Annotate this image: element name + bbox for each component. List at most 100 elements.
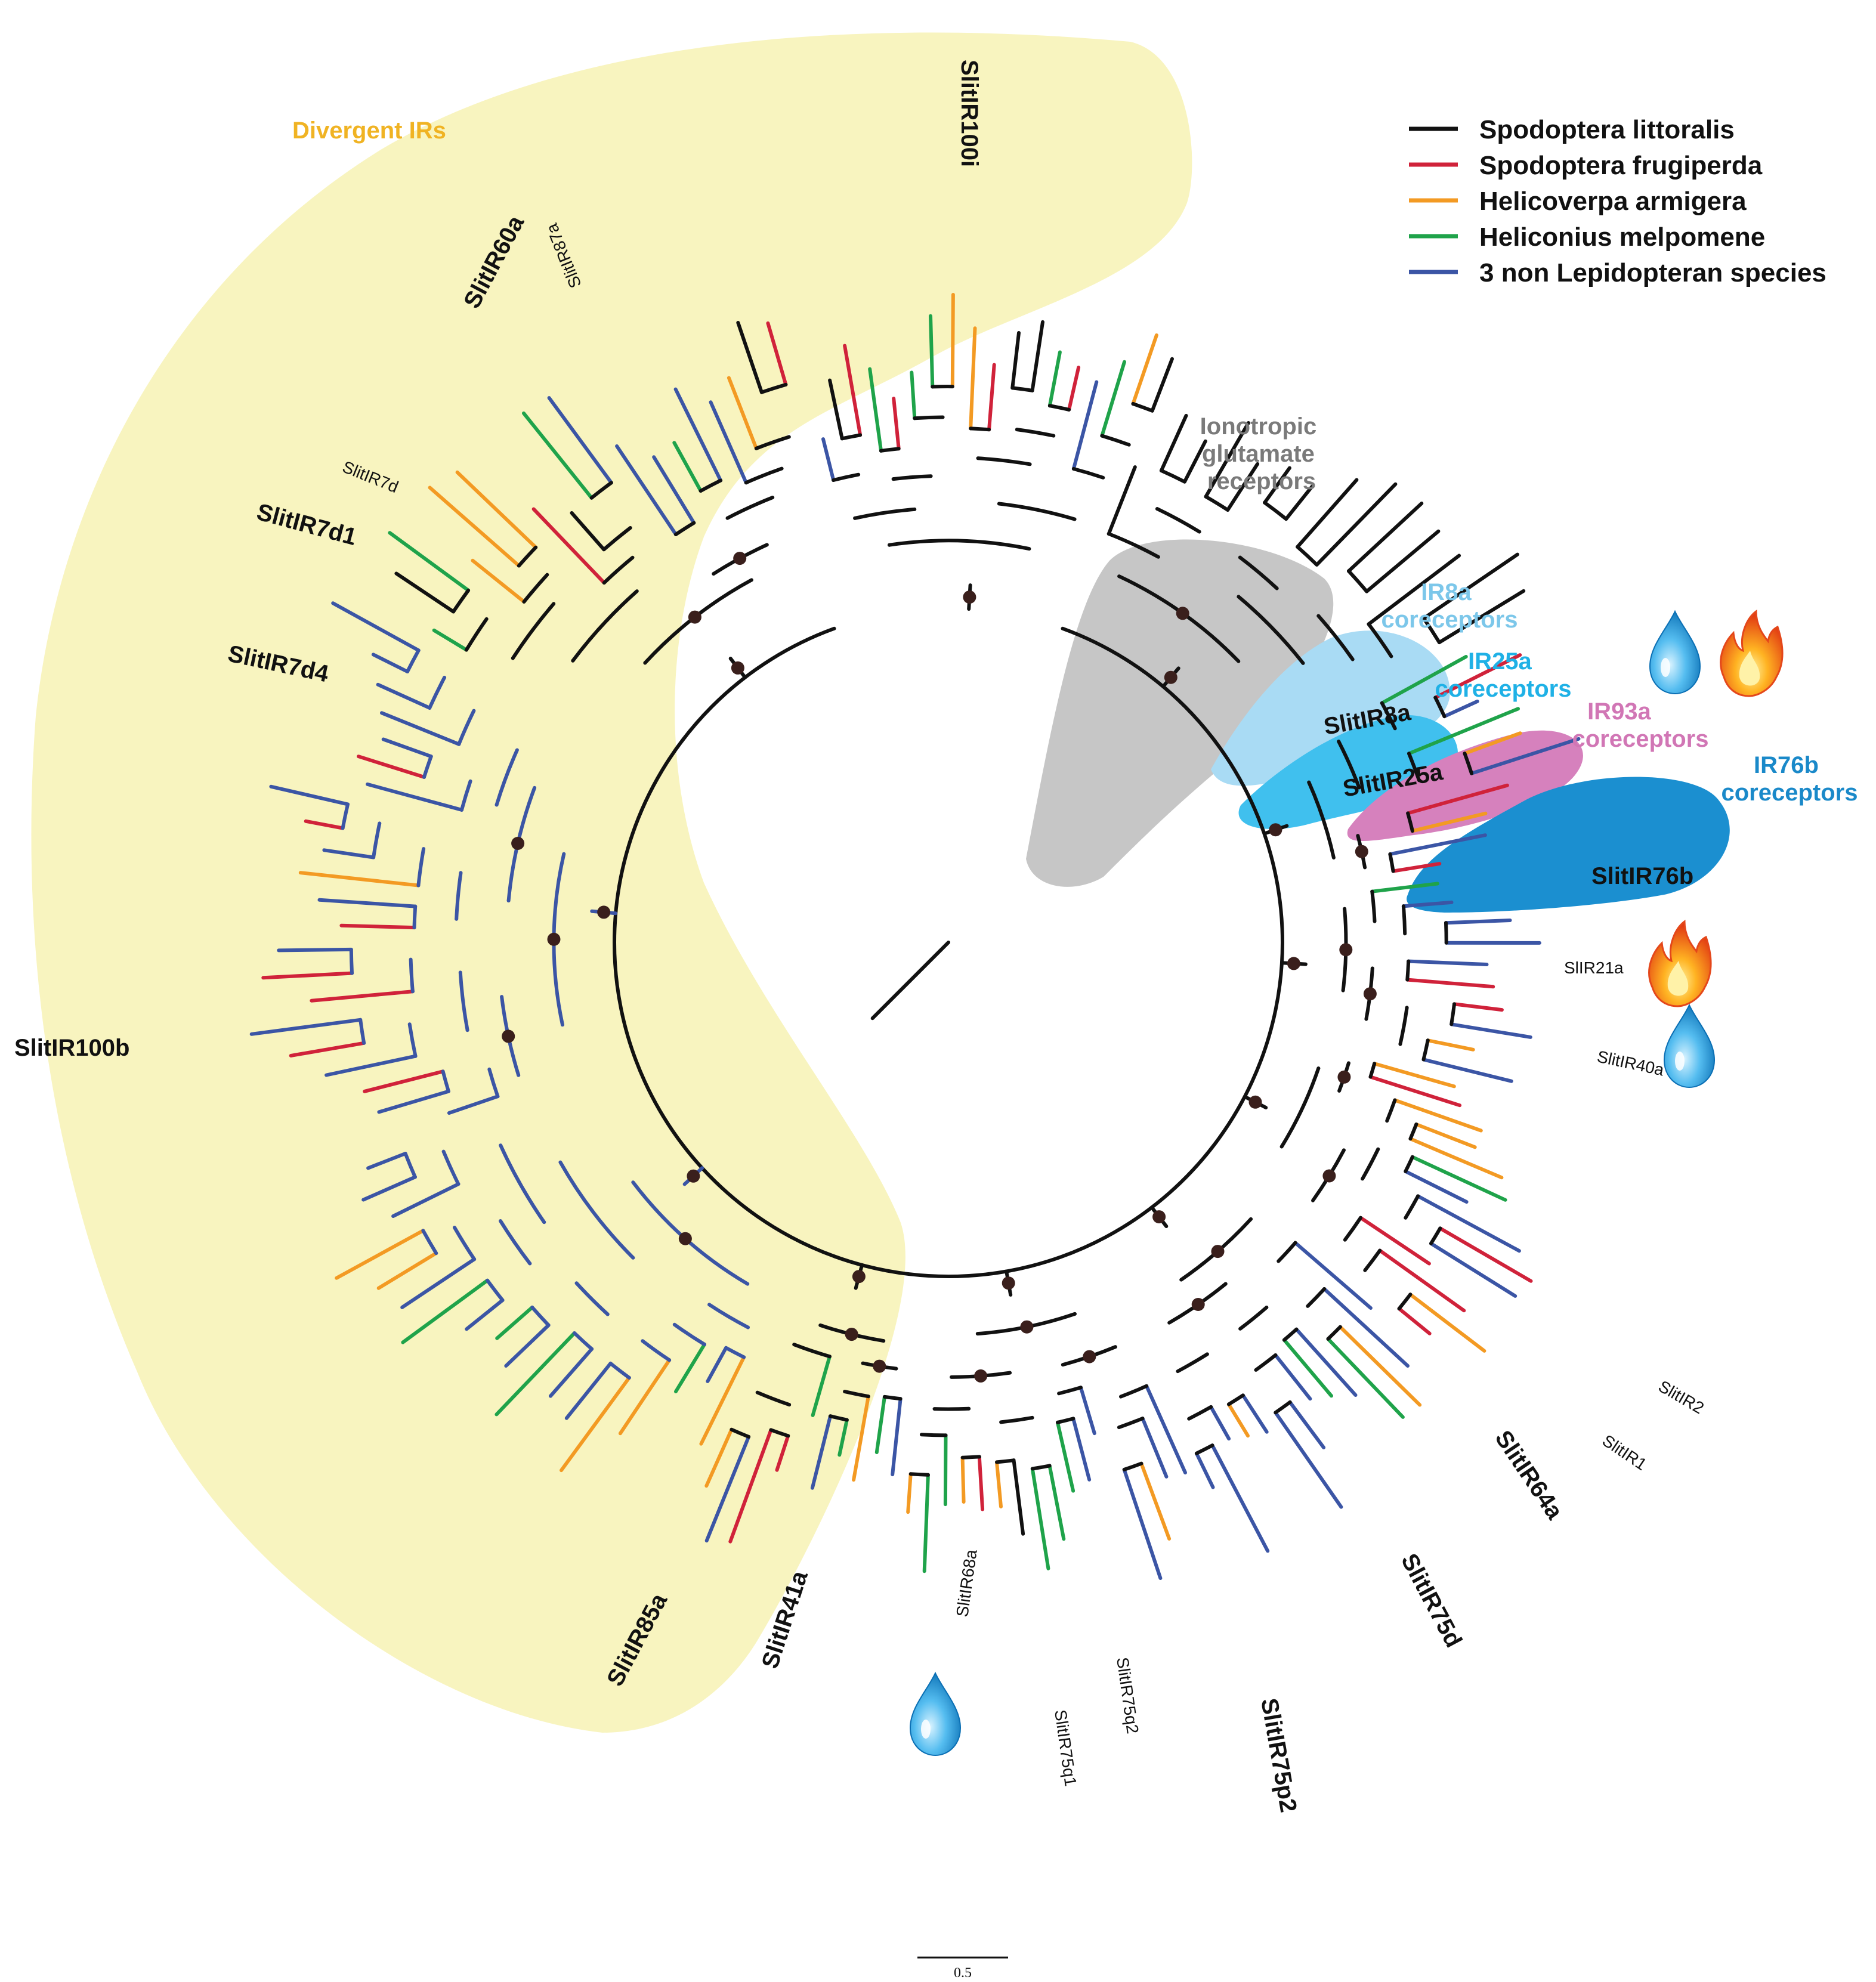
tree-branch (736, 321, 764, 394)
tree-branch (357, 755, 426, 779)
tree-branch (317, 898, 418, 908)
support-node (547, 932, 561, 946)
support-node (1176, 607, 1189, 620)
tree-branch (706, 1346, 728, 1383)
tree-branch (1122, 1467, 1163, 1580)
tree-branch (821, 437, 836, 482)
tree-arc (1122, 1461, 1143, 1471)
tree-branch (1410, 811, 1488, 833)
support-node (1287, 957, 1300, 970)
tip-label-slitir64a: SlitIR64a (1490, 1426, 1568, 1524)
support-node (963, 590, 976, 604)
tree-arc (1176, 1352, 1209, 1374)
tree-branch (363, 1069, 445, 1093)
tree-branch (1315, 482, 1398, 567)
iglur-label-line-3: receptors (1207, 468, 1316, 494)
tree-branch (1047, 1464, 1066, 1541)
tree-arc (1159, 469, 1186, 484)
ir76b-label-line-2: coreceptors (1722, 780, 1858, 806)
tree-support-nodes (502, 552, 1377, 1383)
tree-branch (699, 1355, 746, 1446)
tree-branch (1367, 554, 1461, 626)
divergent-irs-label: Divergent IRs (292, 118, 446, 144)
tree-arc (1397, 1293, 1413, 1311)
ir76b-coreceptors-label: IR76b coreceptors (1722, 752, 1858, 806)
ir93a-label-line-1: IR93a (1587, 698, 1651, 725)
support-node (1337, 1070, 1351, 1084)
tree-arc (999, 1415, 1034, 1424)
tree-branch (977, 1455, 985, 1511)
tree-arc (840, 433, 863, 441)
tree-branch (560, 1375, 631, 1473)
tree-branch (298, 871, 421, 888)
support-node (1339, 943, 1353, 957)
tree-branch (447, 1094, 500, 1115)
tree-arc (888, 539, 1031, 551)
tip-label-slitir2: SlitIR2 (1655, 1377, 1707, 1417)
support-node (974, 1369, 988, 1383)
tree-arc (1444, 921, 1448, 945)
tree-branch (1429, 1241, 1518, 1298)
tree-arc (1279, 1066, 1321, 1149)
support-node (1322, 1169, 1336, 1183)
tree-branch (394, 571, 456, 614)
ir25a-label-line-1: IR25a (1468, 648, 1532, 675)
tree-branch (1322, 1287, 1410, 1368)
tree-branch (1288, 1400, 1326, 1449)
tree-branch (1182, 439, 1207, 484)
tree-branch (1388, 833, 1487, 857)
support-node (1152, 1210, 1166, 1224)
tree-arc (1057, 1386, 1083, 1396)
tree-branch (401, 1278, 490, 1344)
tip-label-slitir75p2: SlitIR75p2 (1256, 1696, 1302, 1814)
tree-branch (868, 367, 883, 453)
tree-branch (837, 1418, 849, 1457)
tree-branch (1437, 589, 1526, 645)
tree-branches (249, 293, 1581, 1580)
tree-branch (1012, 1458, 1025, 1536)
tree-branch (672, 441, 703, 493)
tree-branch (1204, 421, 1250, 499)
tree-branch (891, 1397, 903, 1477)
ionotropic-glutamate-receptors-region (1026, 539, 1334, 887)
tree-branch (1405, 978, 1495, 989)
tree-arc (1363, 1248, 1382, 1272)
ir8a-coreceptors-label: IR8a coreceptors (1381, 579, 1518, 633)
tree-arc (1306, 1287, 1327, 1308)
tree-arc (1429, 1226, 1442, 1245)
tree-branch (1226, 462, 1260, 512)
water-drop-icon (1649, 611, 1701, 694)
tree-arc (1398, 1006, 1409, 1046)
tree-branch (1296, 478, 1359, 549)
tree-arc (1056, 1417, 1075, 1424)
divergent-irs-region (31, 32, 1192, 1733)
tree-branch (1241, 1393, 1269, 1434)
support-node (511, 837, 525, 850)
tree-branch (1131, 333, 1158, 406)
support-node (731, 661, 744, 675)
tree-branch (1071, 1417, 1092, 1482)
scale-bar-label: 0.5 (954, 1965, 972, 1981)
tree-branch (376, 682, 432, 710)
tree-branch (1078, 1386, 1096, 1436)
tree-branch (1438, 1226, 1533, 1283)
tree-arc (1100, 434, 1131, 447)
tree-branch (371, 653, 409, 673)
support-node (678, 1232, 692, 1245)
tree-branch (495, 1331, 576, 1417)
tree-arc (995, 1458, 1016, 1464)
tree-branch (1408, 1137, 1504, 1180)
water-drop-icon (1664, 1004, 1715, 1088)
tree-branch (547, 396, 613, 485)
tree-arc (1204, 494, 1230, 512)
tree-branch (1347, 501, 1424, 573)
tree-arc (1107, 532, 1160, 559)
tree-branch (1408, 1293, 1486, 1353)
tree-arc (1274, 1400, 1292, 1415)
tree-branch (432, 628, 468, 652)
tree-branch (1421, 552, 1519, 620)
support-node (1083, 1350, 1096, 1363)
tree-arc (1238, 1306, 1269, 1331)
tree-branch (929, 314, 935, 389)
support-node (1363, 987, 1377, 1001)
